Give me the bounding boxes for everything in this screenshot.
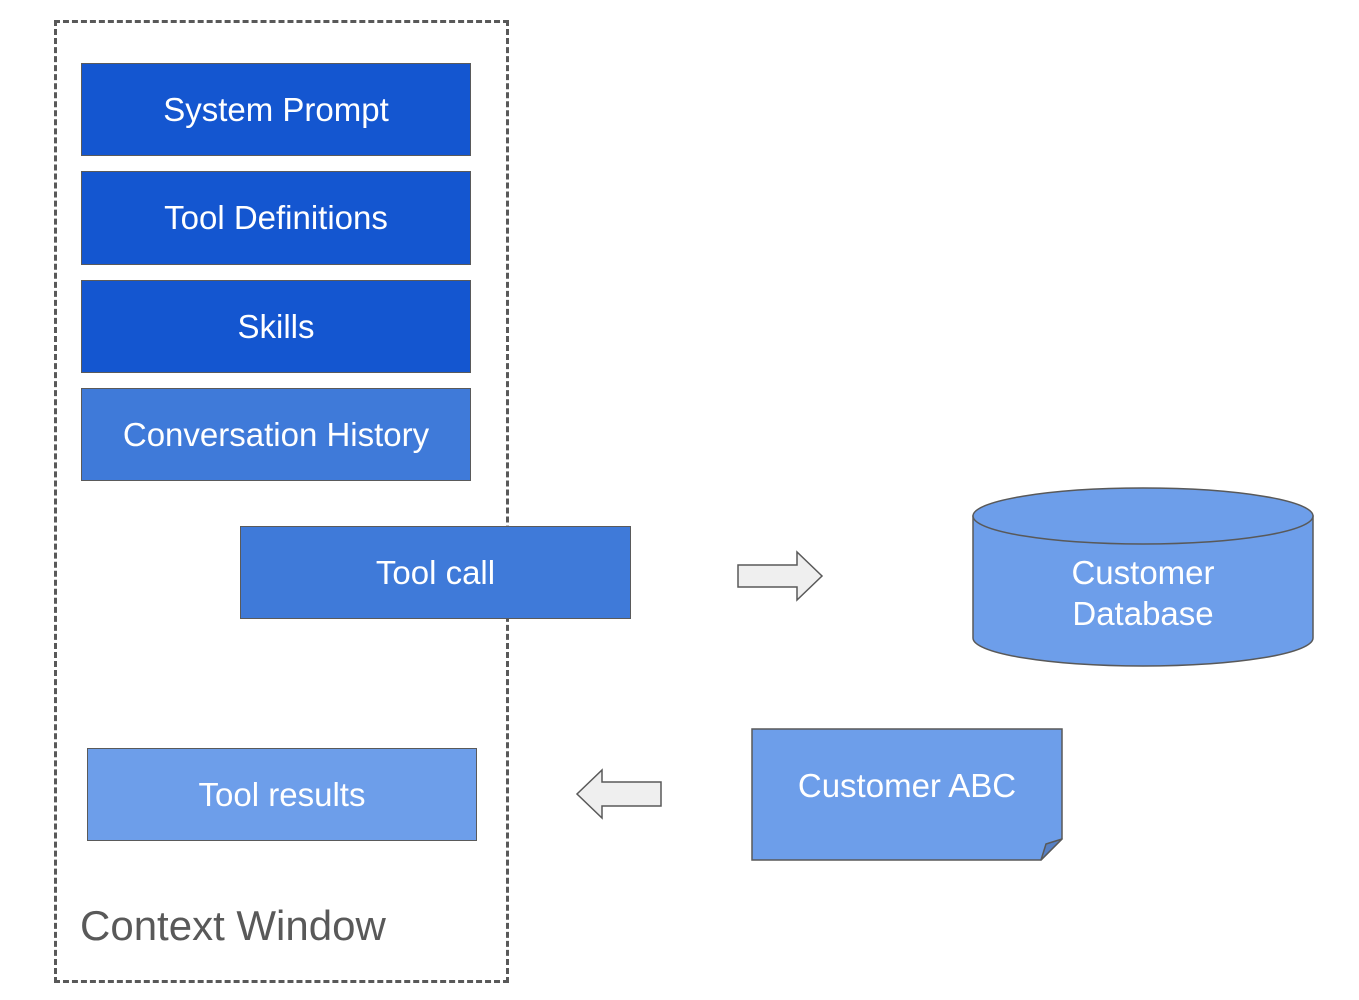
context-window-frame	[54, 20, 509, 983]
conversation-history-label: Conversation History	[122, 415, 430, 453]
tool-definitions-box: Tool Definitions	[81, 171, 471, 265]
customer-abc-label: Customer ABC	[797, 767, 1017, 804]
tool-call-box: Tool call	[240, 526, 631, 619]
tool-definitions-label: Tool Definitions	[164, 199, 388, 236]
system-prompt-box: System Prompt	[81, 63, 471, 156]
tool-results-label: Tool results	[198, 775, 366, 813]
left-arrow-icon	[575, 768, 662, 820]
conversation-history-box: Conversation History	[81, 388, 471, 481]
customer-database-icon	[972, 487, 1314, 667]
tool-call-label: Tool call	[375, 553, 496, 591]
customer-database-line2: Database	[1072, 595, 1214, 632]
customer-document-icon	[751, 728, 1063, 861]
customer-database-line1: Customer	[1071, 554, 1215, 591]
tool-results-box: Tool results	[87, 748, 477, 841]
customer-database-label: Customer Database	[973, 552, 1313, 634]
system-prompt-label: System Prompt	[163, 90, 389, 128]
skills-box: Skills	[81, 280, 471, 373]
skills-label: Skills	[237, 307, 315, 345]
right-arrow-icon	[737, 550, 824, 602]
context-window-label: Context Window	[80, 902, 386, 949]
